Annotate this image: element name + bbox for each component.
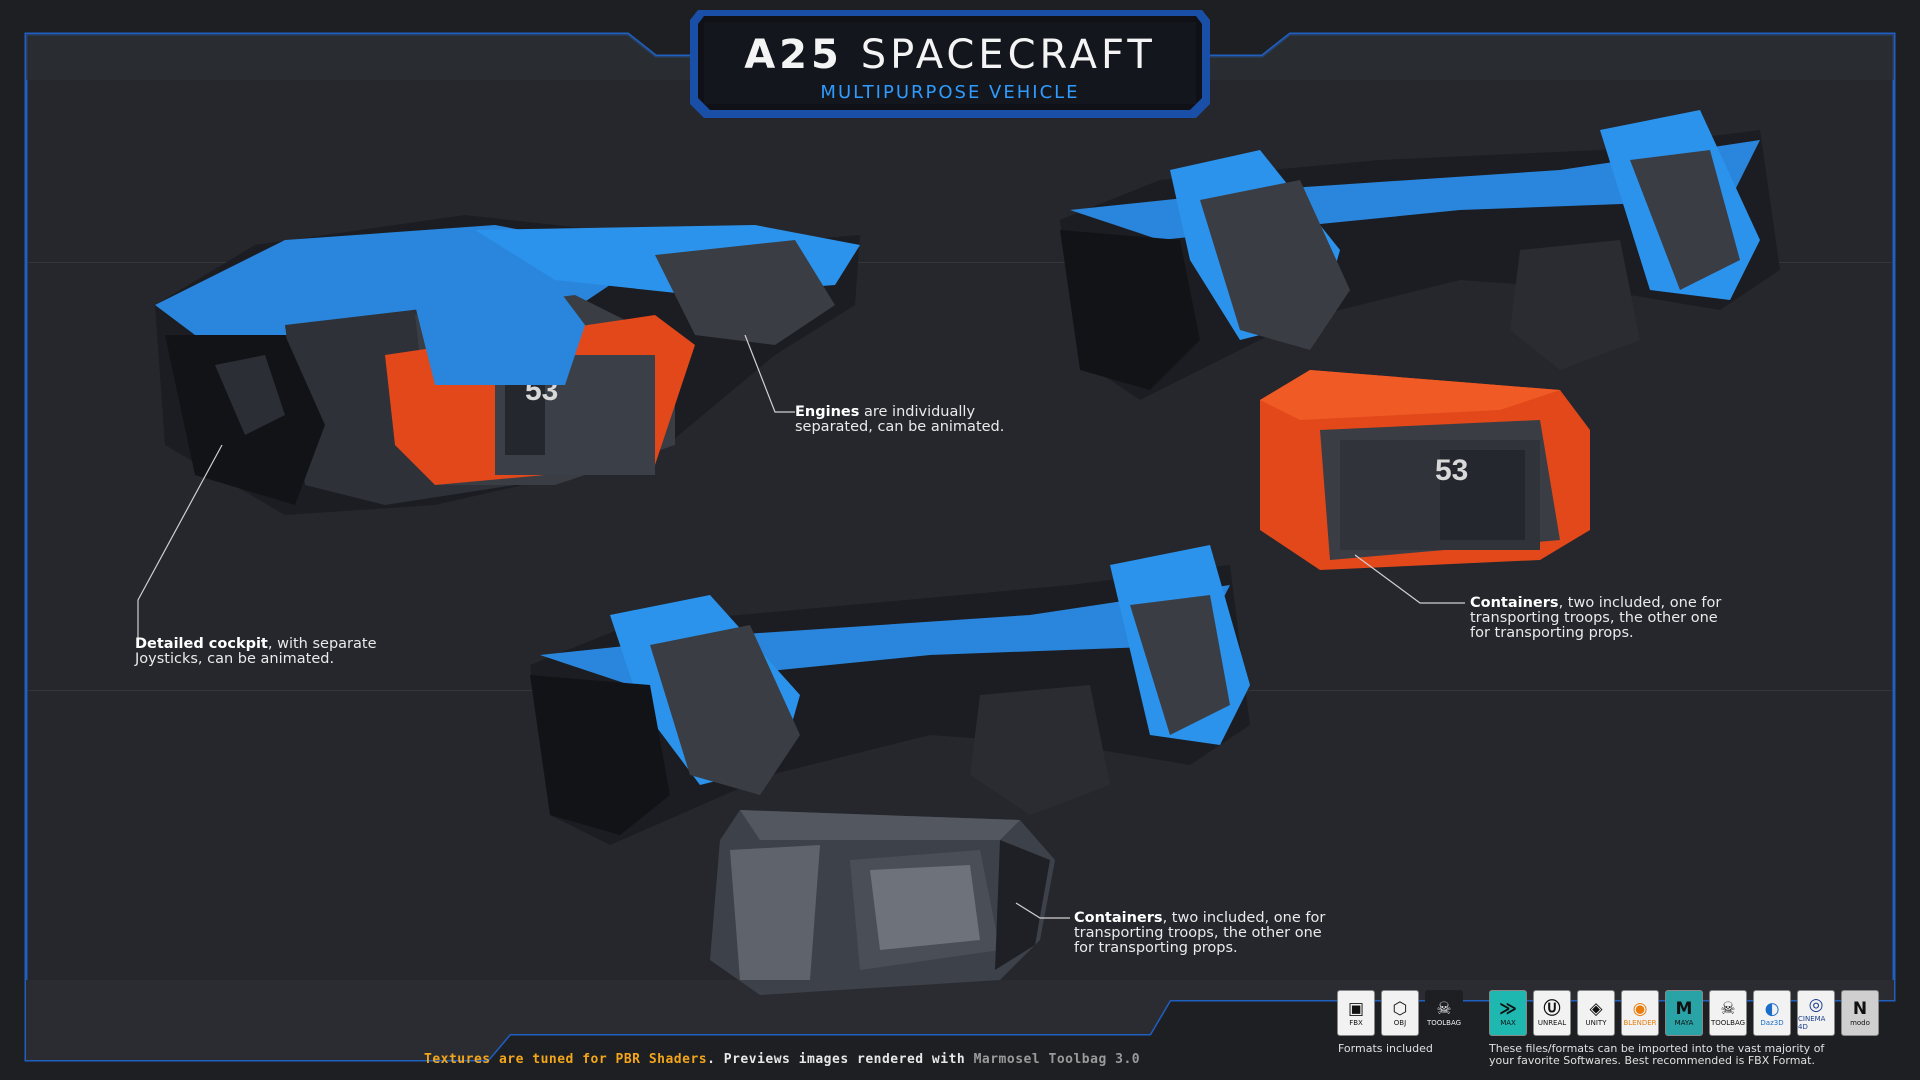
fbx-icon-label: FBX [1349,1019,1363,1027]
footer-note: Textures are tuned for PBR Shaders. Prev… [424,1052,1140,1067]
container-number-label: 53 [1435,454,1468,487]
spacecraft-render-no-container [1060,110,1780,400]
unreal-label: UNREAL [1537,1019,1567,1027]
title-bold: A25 [744,32,843,78]
daz3d-icon: ◐Daz3D [1753,990,1791,1036]
callout-containers-bottom-bold: Containers [1074,910,1163,926]
marmoset-icon-label: TOOLBAG [1426,1019,1462,1027]
title-light: SPACECRAFT [860,32,1156,78]
callout-containers-bottom-line3: for transporting props. [1074,940,1238,956]
background-band [28,262,1892,263]
marmoset-label: TOOLBAG [1710,1019,1746,1027]
callout-containers-top-line3: for transporting props. [1470,625,1634,641]
software-caption: These files/formats can be imported into… [1489,1043,1824,1067]
page-subtitle: MULTIPURPOSE VEHICLE [820,82,1080,103]
unity-label: UNITY [1585,1019,1607,1027]
software-caption-line1: These files/formats can be imported into… [1489,1042,1825,1055]
3ds-max-icon: ≫MAX [1489,990,1527,1036]
spacecraft-render-cockpit-view [530,545,1250,845]
callout-cockpit-line2: Joysticks, can be animated. [135,651,335,667]
callout-cockpit-line1: , with separate [267,636,377,652]
callout-engines-bold: Engines [795,404,860,420]
fbx-icon: ▣FBX [1337,990,1375,1036]
footer-note-pbr: Textures are tuned for PBR Shaders [424,1052,708,1067]
modo-label: modo [1850,1019,1870,1027]
unity-icon: ◈UNITY [1577,990,1615,1036]
callout-containers-bottom-line1: , two included, one for [1162,910,1326,926]
obj-icon: ⬡OBJ [1381,990,1419,1036]
callout-containers-bottom-line2: transporting troops, the other one [1074,925,1322,941]
blender-icon: ◉BLENDER [1621,990,1659,1036]
callout-engines-line1: are individually [859,404,976,420]
software-caption-line2: your favorite Softwares. Best recommende… [1489,1054,1815,1067]
callout-cockpit: Detailed cockpit, with separate Joystick… [135,637,376,667]
callout-containers-top-bold: Containers [1470,595,1559,611]
callout-containers-bottom: Containers, two included, one for transp… [1074,911,1325,956]
obj-icon-label: OBJ [1393,1019,1407,1027]
3ds-max-label: MAX [1500,1019,1516,1027]
callout-engines: Engines are individually separated, can … [795,405,1004,435]
container-render-grey [710,810,1055,995]
container-render-orange: 53 [1260,370,1590,570]
marmoset-toolbag-icon: ☠TOOLBAG [1425,990,1463,1036]
callout-engines-line2: separated, can be animated. [795,419,1005,435]
callout-cockpit-bold: Detailed cockpit [135,636,268,652]
callout-containers-top-line2: transporting troops, the other one [1470,610,1718,626]
formats-caption: Formats included [1338,1042,1433,1055]
cinema4d-label: CINEMA 4D [1798,1015,1826,1031]
marmoset-icon: ☠TOOLBAG [1709,990,1747,1036]
spacecraft-render-main: 53 [155,215,860,515]
cinema4d-icon: ◎CINEMA 4D [1797,990,1835,1036]
callout-containers-top-line1: , two included, one for [1558,595,1722,611]
footer-note-rendered: . Previews images rendered with [707,1052,974,1067]
title-plate: A25 SPACECRAFT MULTIPURPOSE VEHICLE [690,6,1210,118]
daz3d-label: Daz3D [1760,1019,1784,1027]
page-title: A25 SPACECRAFT [690,32,1210,78]
format-icons: ▣FBX ⬡OBJ ☠TOOLBAG [1337,990,1463,1036]
maya-label: MAYA [1674,1019,1694,1027]
footer-note-toolbag: Marmosel Toolbag 3.0 [973,1052,1141,1067]
blender-label: BLENDER [1623,1019,1657,1027]
callout-containers-top: Containers, two included, one for transp… [1470,596,1721,641]
